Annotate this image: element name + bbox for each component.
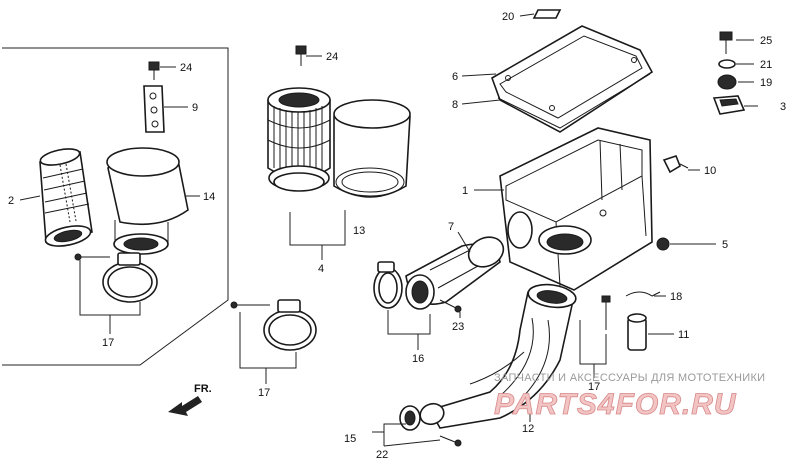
- part-23-screw-right: [601, 295, 611, 330]
- leader-13: [289, 210, 346, 246]
- front-direction-arrow-icon: [168, 396, 202, 416]
- callout-16: 16: [412, 353, 424, 365]
- callout-1: 1: [462, 185, 468, 197]
- part-24-bolt-top: [295, 45, 307, 66]
- part-12-intake-duct: [428, 283, 577, 429]
- watermark-brand: PARTS4FOR.RU: [494, 388, 737, 421]
- callout-14: 14: [203, 191, 215, 203]
- callout-22: 22: [376, 449, 388, 461]
- part-13-foam-element: [333, 99, 411, 198]
- part-7-connecting-tube: [405, 236, 505, 310]
- part-16-clamp: [373, 261, 403, 309]
- callout-10: 10: [704, 165, 716, 177]
- part-24-bolt-left: [148, 61, 160, 80]
- part-20-label: [532, 9, 562, 19]
- part-23-screw-center: [439, 299, 462, 313]
- callout-9: 9: [192, 102, 198, 114]
- part-21-washer: [718, 59, 736, 69]
- watermark-caption: ЗАПЧАСТИ И АКСЕССУАРЫ ДЛЯ МОТОТЕХНИКИ: [494, 372, 765, 384]
- part-10-clip: [662, 155, 689, 174]
- callout-17-left: 17: [102, 337, 114, 349]
- optional-parts-panel-border: [2, 47, 229, 366]
- callout-17-middle: 17: [258, 387, 270, 399]
- leader-lines: [19, 13, 758, 447]
- callout-24-left: 24: [180, 62, 192, 74]
- part-14-outer-cover: [106, 147, 189, 255]
- part-3-mount-rubber: [712, 95, 746, 115]
- callout-11: 11: [678, 329, 689, 341]
- callout-19: 19: [760, 77, 772, 89]
- callout-6: 6: [452, 71, 458, 83]
- part-19-grommet: [717, 74, 737, 90]
- part-22-screw: [439, 435, 462, 447]
- callout-8: 8: [452, 99, 458, 111]
- callout-13: 13: [353, 225, 365, 237]
- part-18-band: [625, 291, 661, 297]
- callout-7: 7: [448, 221, 454, 233]
- callout-12: 12: [522, 423, 534, 435]
- part-17-clamp-middle: [230, 299, 317, 351]
- callout-18: 18: [670, 291, 682, 303]
- part-11-drain-tube: [627, 313, 647, 351]
- callout-20: 20: [502, 11, 514, 23]
- callout-5: 5: [722, 239, 728, 251]
- callout-3: 3: [780, 101, 786, 113]
- callout-labels: 1 2 3 4 5 6 7 8 9 10 11 12 13 14 15 16 1…: [8, 11, 786, 461]
- callout-15: 15: [344, 433, 356, 445]
- part-9-bracket: [143, 85, 165, 133]
- part-5-nut: [656, 237, 670, 251]
- callout-2: 2: [8, 195, 14, 207]
- watermark: ЗАПЧАСТИ И АКСЕССУАРЫ ДЛЯ МОТОТЕХНИКИ PA…: [494, 372, 765, 421]
- callout-23: 23: [452, 321, 464, 333]
- callout-17-right: 17: [588, 381, 600, 393]
- part-6-case-cover: [491, 25, 654, 133]
- callout-25: 25: [760, 35, 772, 47]
- callout-4: 4: [318, 263, 324, 275]
- part-17-clamp-left: [74, 252, 158, 303]
- callout-24-top: 24: [326, 51, 338, 63]
- part-25-bolt: [719, 31, 733, 54]
- direction-marker-text: FR.: [194, 383, 212, 395]
- part-1-air-cleaner-case: [499, 127, 653, 291]
- part-15-clamp-lower: [399, 402, 445, 431]
- part-4-filter-element: [267, 87, 331, 192]
- callout-21: 21: [760, 59, 772, 71]
- part-2-intake-tube: [39, 148, 93, 247]
